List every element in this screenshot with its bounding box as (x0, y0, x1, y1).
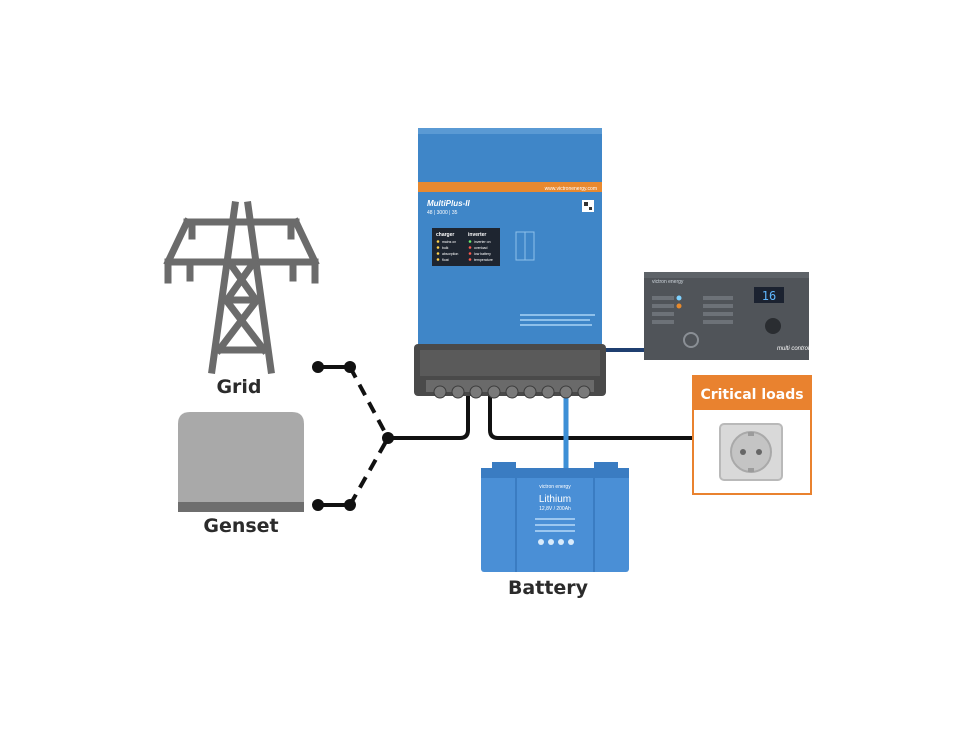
cable-gland (559, 385, 573, 399)
led-indicator (436, 246, 440, 249)
inverter-heading: inverter (468, 232, 486, 238)
control-display (754, 287, 784, 303)
cable-gland (523, 385, 537, 399)
cable-gland (487, 385, 501, 399)
inverter-led-label: overload (474, 246, 487, 250)
led-indicator (468, 258, 472, 261)
battery-label: Battery (508, 577, 589, 599)
generator-icon (178, 412, 304, 512)
charger-led-label: float (442, 258, 449, 262)
battery-unit: victron energy Lithium 12,8V / 200Ah (481, 462, 629, 572)
orange-stripe (418, 182, 602, 192)
transfer-switch-icon (312, 361, 394, 511)
led-panel (432, 228, 500, 266)
control-display-value: 16 (762, 289, 776, 303)
control-brand: victron energy (652, 279, 684, 285)
cable-glands (433, 385, 591, 399)
battery-brand: victron energy (539, 484, 571, 490)
led-indicator (436, 258, 440, 261)
cable-gland (577, 385, 591, 399)
led-rows: mains on bulk absorption float inverter on ov… (436, 240, 493, 262)
critical-loads-box: Critical loads (692, 375, 812, 495)
charger-led-label: mains on (442, 240, 456, 244)
led-indicator (468, 240, 472, 243)
grid-label: Grid (216, 376, 261, 398)
charger-heading: charger (436, 232, 454, 238)
battery-chem: Lithium (539, 494, 571, 505)
led-indicator (468, 246, 472, 249)
control-name: multi control (777, 346, 810, 352)
led-indicator (468, 252, 472, 255)
cable-gland (469, 385, 483, 399)
critical-loads-title: Critical loads (700, 387, 803, 403)
multi-control-panel: victron energy 16 multi control (644, 272, 810, 360)
cable-gland (433, 385, 447, 399)
charger-led-label: bulk (442, 246, 449, 250)
inverter-brand-url: www.victronenergy.com (545, 186, 597, 192)
charger-led-label: absorption (442, 252, 458, 256)
inverter-led-label: inverter on (474, 240, 491, 244)
led-indicator (436, 252, 440, 255)
genset-label: Genset (203, 515, 278, 537)
control-dial[interactable] (683, 332, 699, 348)
pylon-icon (163, 201, 320, 374)
cable-gland (505, 385, 519, 399)
cable-gland (451, 385, 465, 399)
battery-spec: 12,8V / 200Ah (539, 506, 571, 512)
inverter-led-label: temperature (474, 258, 493, 262)
led-indicator (436, 240, 440, 243)
inverter-led-label: low battery (474, 252, 491, 256)
ac-cables (388, 396, 693, 440)
inverter-unit: www.victronenergy.com MultiPlus-II 48 | … (414, 128, 606, 399)
power-socket-icon (719, 423, 783, 481)
control-knob[interactable] (765, 318, 781, 334)
inverter-rating: 48 | 3000 | 35 (427, 210, 458, 216)
cable-gland (541, 385, 555, 399)
inverter-model: MultiPlus-II (427, 199, 470, 208)
